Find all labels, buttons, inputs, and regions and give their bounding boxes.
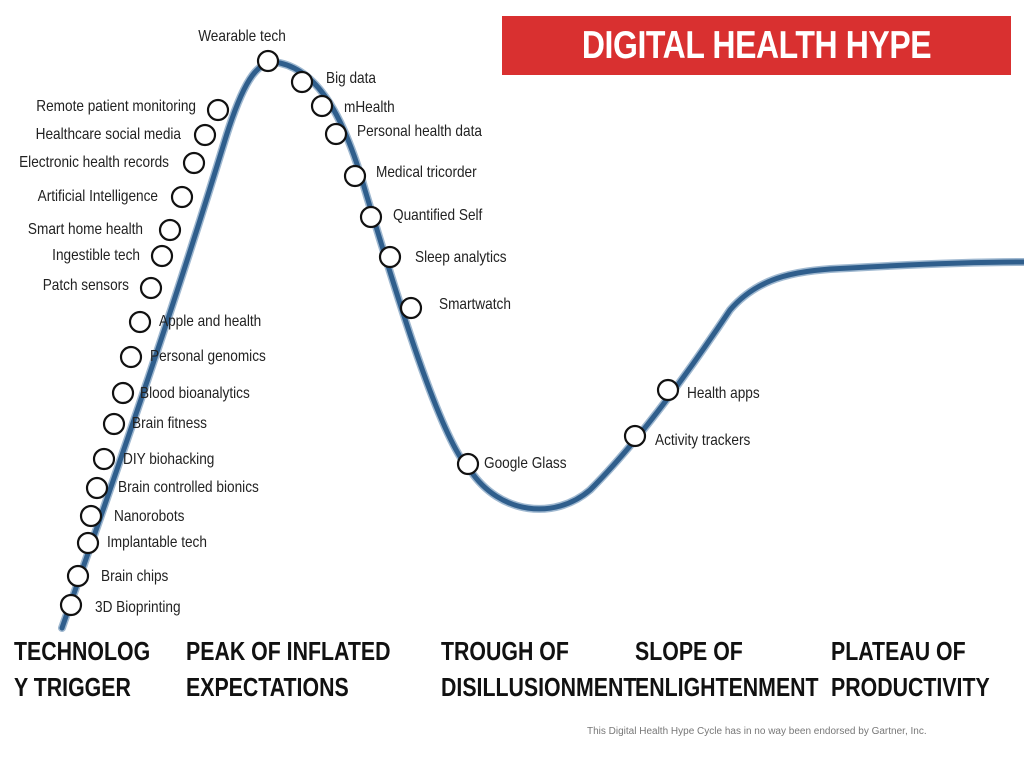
label-wearable-tech: Wearable tech bbox=[198, 28, 286, 45]
marker-google-glass bbox=[456, 452, 480, 476]
label-nanorobots: Nanorobots bbox=[114, 508, 184, 525]
marker-apple-and-health bbox=[128, 310, 152, 334]
marker-medical-tricorder bbox=[343, 164, 367, 188]
label-remote-patient-monitoring: Remote patient monitoring bbox=[36, 98, 196, 115]
label-health-apps: Health apps bbox=[687, 385, 760, 402]
label-brain-controlled-bionics: Brain controlled bionics bbox=[118, 479, 259, 496]
label-sleep-analytics: Sleep analytics bbox=[415, 249, 507, 266]
marker-artificial-intelligence bbox=[170, 185, 194, 209]
marker-smartwatch bbox=[399, 296, 423, 320]
disclaimer-text: This Digital Health Hype Cycle has in no… bbox=[587, 726, 927, 737]
marker-blood-bioanalytics bbox=[111, 381, 135, 405]
marker-personal-genomics bbox=[119, 345, 143, 369]
marker-smart-home-health bbox=[158, 218, 182, 242]
label-medical-tricorder: Medical tricorder bbox=[376, 164, 477, 181]
marker-ingestible-tech bbox=[150, 244, 174, 268]
marker-personal-health-data bbox=[324, 122, 348, 146]
marker-diy-biohacking bbox=[92, 447, 116, 471]
label-brain-chips: Brain chips bbox=[101, 568, 168, 585]
phase-peak-line1: PEAK OF INFLATED bbox=[186, 636, 391, 666]
label-patch-sensors: Patch sensors bbox=[43, 277, 129, 294]
phase-trough: TROUGH OF DISILLUSIONMENT bbox=[441, 633, 636, 705]
label-quantified-self: Quantified Self bbox=[393, 207, 483, 224]
label-activity-trackers: Activity trackers bbox=[655, 432, 750, 449]
label-mhealth: mHealth bbox=[344, 99, 395, 116]
label-electronic-health-records: Electronic health records bbox=[19, 154, 169, 171]
phase-slope: SLOPE OF ENLIGHTENMENT bbox=[635, 633, 819, 705]
page-title: DIGITAL HEALTH HYPE CYCLE bbox=[581, 24, 932, 126]
label-apple-and-health: Apple and health bbox=[159, 313, 261, 330]
label-3d-bioprinting: 3D Bioprinting bbox=[95, 599, 181, 616]
label-personal-health-data: Personal health data bbox=[357, 123, 483, 140]
hype-curve bbox=[59, 59, 1024, 631]
phase-plateau-line1: PLATEAU OF bbox=[831, 636, 966, 666]
marker-brain-fitness bbox=[102, 412, 126, 436]
phase-slope-line1: SLOPE OF bbox=[635, 636, 743, 666]
marker-activity-trackers bbox=[623, 424, 647, 448]
marker-mhealth bbox=[310, 94, 334, 118]
label-implantable-tech: Implantable tech bbox=[107, 534, 207, 551]
phase-trough-line1: TROUGH OF bbox=[441, 636, 569, 666]
marker-brain-controlled-bionics bbox=[85, 476, 109, 500]
label-smartwatch: Smartwatch bbox=[439, 296, 511, 313]
marker-implantable-tech bbox=[76, 531, 100, 555]
marker-3d-bioprinting bbox=[59, 593, 83, 617]
label-smart-home-health: Smart home health bbox=[28, 221, 143, 238]
title-banner: DIGITAL HEALTH HYPE CYCLE bbox=[502, 16, 1011, 126]
label-brain-fitness: Brain fitness bbox=[132, 415, 207, 432]
label-google-glass: Google Glass bbox=[484, 455, 567, 472]
label-ingestible-tech: Ingestible tech bbox=[52, 247, 140, 264]
phase-plateau-line2: PRODUCTIVITY bbox=[831, 672, 990, 702]
marker-electronic-health-records bbox=[182, 151, 206, 175]
phase-technology-trigger: TECHNOLOG Y TRIGGER bbox=[14, 633, 150, 705]
phase-peak-line2: EXPECTATIONS bbox=[186, 672, 349, 702]
marker-healthcare-social-media bbox=[193, 123, 217, 147]
marker-health-apps bbox=[656, 378, 680, 402]
label-diy-biohacking: DIY biohacking bbox=[123, 451, 214, 468]
marker-sleep-analytics bbox=[378, 245, 402, 269]
phase-trigger-line2: Y TRIGGER bbox=[14, 672, 131, 702]
marker-big-data bbox=[290, 70, 314, 94]
marker-remote-patient-monitoring bbox=[206, 98, 230, 122]
label-big-data: Big data bbox=[326, 70, 377, 87]
phase-slope-line2: ENLIGHTENMENT bbox=[635, 672, 819, 702]
marker-nanorobots bbox=[79, 504, 103, 528]
label-blood-bioanalytics: Blood bioanalytics bbox=[140, 385, 250, 402]
phase-peak: PEAK OF INFLATED EXPECTATIONS bbox=[186, 633, 391, 705]
marker-brain-chips bbox=[66, 564, 90, 588]
phase-plateau: PLATEAU OF PRODUCTIVITY bbox=[831, 633, 990, 705]
marker-quantified-self bbox=[359, 205, 383, 229]
label-healthcare-social-media: Healthcare social media bbox=[36, 126, 182, 143]
marker-patch-sensors bbox=[139, 276, 163, 300]
label-personal-genomics: Personal genomics bbox=[150, 348, 266, 365]
label-artificial-intelligence: Artificial Intelligence bbox=[38, 188, 158, 205]
marker-wearable-tech bbox=[256, 49, 280, 73]
phase-trigger-line1: TECHNOLOG bbox=[14, 636, 151, 666]
phase-trough-line2: DISILLUSIONMENT bbox=[441, 672, 637, 702]
